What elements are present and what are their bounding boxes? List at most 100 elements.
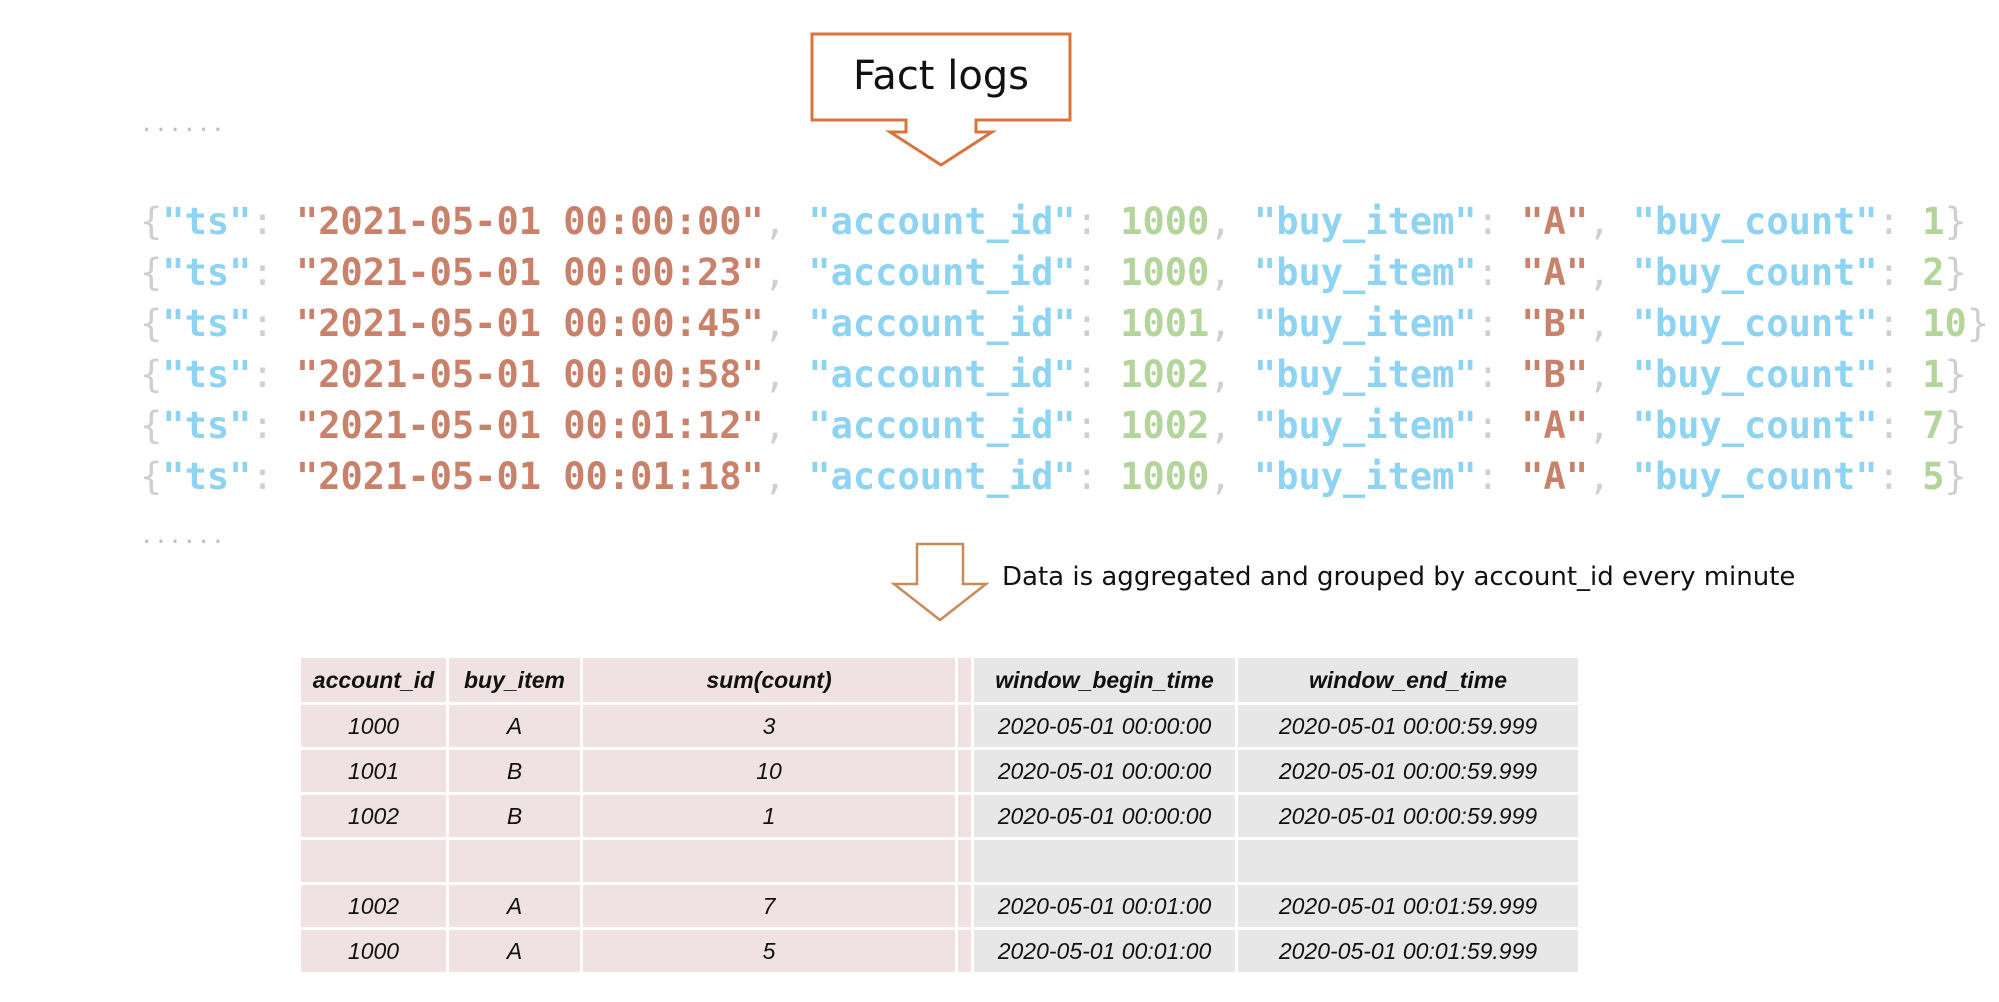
table-header-row: account_id buy_item sum(count) window_be… [301, 658, 1578, 702]
log-value-ts: 2021-05-01 00:00:58 [318, 353, 742, 396]
log-key-account-id: account_id [830, 404, 1054, 447]
log-value-buy-count: 5 [1922, 455, 1945, 498]
aggregate-down-arrow-icon [890, 542, 990, 622]
cell-buy-item: B [449, 795, 580, 837]
cell-buy-item: A [449, 885, 580, 927]
log-lines: {"ts": "2021-05-01 00:00:00", "account_i… [140, 196, 1989, 502]
header-window-end-time: window_end_time [1238, 658, 1578, 702]
cell-window-end-time: 2020-05-01 00:00:59.999 [1238, 795, 1578, 837]
cell-buy-item: A [449, 705, 580, 747]
cell-buy-item [449, 840, 580, 882]
log-value-account-id: 1000 [1120, 200, 1210, 243]
cell-window-end-time: 2020-05-01 00:00:59.999 [1238, 750, 1578, 792]
cell-buy-item: A [449, 930, 580, 972]
header-sum-count: sum(count) [583, 658, 955, 702]
log-key-buy-count: buy_count [1654, 302, 1856, 345]
log-line: {"ts": "2021-05-01 00:01:12", "account_i… [140, 404, 1967, 447]
cell-sum-count: 7 [583, 885, 955, 927]
log-value-account-id: 1002 [1120, 404, 1210, 447]
cell-sum-count [583, 840, 955, 882]
log-value-buy-item: A [1543, 200, 1566, 243]
log-key-buy-count: buy_count [1654, 251, 1856, 294]
log-value-buy-count: 1 [1922, 200, 1945, 243]
log-key-buy-count: buy_count [1654, 200, 1856, 243]
cell-separator [958, 750, 971, 792]
header-buy-item: buy_item [449, 658, 580, 702]
cell-window-end-time: 2020-05-01 00:01:59.999 [1238, 930, 1578, 972]
cell-window-begin-time: 2020-05-01 00:00:00 [974, 795, 1235, 837]
log-key-ts: ts [184, 353, 230, 396]
log-key-ts: ts [184, 200, 230, 243]
log-key-ts: ts [184, 404, 230, 447]
log-key-buy-item: buy_item [1276, 455, 1455, 498]
log-line: {"ts": "2021-05-01 00:00:58", "account_i… [140, 353, 1967, 396]
cell-account-id: 1000 [301, 930, 446, 972]
log-value-buy-item: B [1543, 302, 1566, 345]
log-value-account-id: 1002 [1120, 353, 1210, 396]
cell-separator [958, 795, 971, 837]
cell-window-end-time: 2020-05-01 00:00:59.999 [1238, 705, 1578, 747]
cell-account-id: 1001 [301, 750, 446, 792]
cell-separator [958, 705, 971, 747]
log-line: {"ts": "2021-05-01 00:00:45", "account_i… [140, 302, 1990, 345]
log-key-account-id: account_id [830, 455, 1054, 498]
log-value-buy-count: 2 [1922, 251, 1945, 294]
cell-account-id: 1002 [301, 885, 446, 927]
log-key-buy-count: buy_count [1654, 353, 1856, 396]
log-line: {"ts": "2021-05-01 00:01:18", "account_i… [140, 455, 1967, 498]
log-value-ts: 2021-05-01 00:01:18 [318, 455, 742, 498]
fact-logs-title: Fact logs [852, 53, 1030, 99]
cell-buy-item: B [449, 750, 580, 792]
table-row [301, 840, 1578, 882]
cell-window-begin-time: 2020-05-01 00:01:00 [974, 930, 1235, 972]
cell-sum-count: 5 [583, 930, 955, 972]
header-account-id: account_id [301, 658, 446, 702]
log-value-buy-item: B [1543, 353, 1566, 396]
cell-separator [958, 840, 971, 882]
log-value-buy-count: 1 [1922, 353, 1945, 396]
cell-window-end-time [1238, 840, 1578, 882]
cell-window-begin-time: 2020-05-01 00:00:00 [974, 705, 1235, 747]
log-value-account-id: 1001 [1120, 302, 1210, 345]
log-value-buy-item: A [1543, 251, 1566, 294]
log-key-buy-count: buy_count [1654, 455, 1856, 498]
header-separator [958, 658, 971, 702]
log-key-ts: ts [184, 455, 230, 498]
log-key-account-id: account_id [830, 251, 1054, 294]
log-line: {"ts": "2021-05-01 00:00:23", "account_i… [140, 251, 1967, 294]
log-value-buy-item: A [1543, 455, 1566, 498]
log-value-ts: 2021-05-01 00:01:12 [318, 404, 742, 447]
log-line: {"ts": "2021-05-01 00:00:00", "account_i… [140, 200, 1967, 243]
log-value-ts: 2021-05-01 00:00:45 [318, 302, 742, 345]
cell-separator [958, 885, 971, 927]
fact-logs-callout-box [810, 32, 1072, 167]
aggregation-label: Data is aggregated and grouped by accoun… [1002, 562, 1796, 592]
cell-account-id [301, 840, 446, 882]
log-value-buy-count: 7 [1922, 404, 1945, 447]
log-key-buy-item: buy_item [1276, 404, 1455, 447]
log-value-buy-item: A [1543, 404, 1566, 447]
log-key-buy-item: buy_item [1276, 353, 1455, 396]
cell-window-begin-time: 2020-05-01 00:01:00 [974, 885, 1235, 927]
cell-sum-count: 1 [583, 795, 955, 837]
cell-separator [958, 930, 971, 972]
log-key-account-id: account_id [830, 302, 1054, 345]
log-key-buy-item: buy_item [1276, 302, 1455, 345]
ellipsis-bottom: ...... [140, 524, 226, 549]
log-value-buy-count: 10 [1922, 302, 1967, 345]
log-key-account-id: account_id [830, 353, 1054, 396]
log-key-ts: ts [184, 302, 230, 345]
log-key-buy-count: buy_count [1654, 404, 1856, 447]
ellipsis-top: ...... [140, 112, 226, 137]
log-key-buy-item: buy_item [1276, 251, 1455, 294]
log-value-ts: 2021-05-01 00:00:23 [318, 251, 742, 294]
log-value-account-id: 1000 [1120, 455, 1210, 498]
